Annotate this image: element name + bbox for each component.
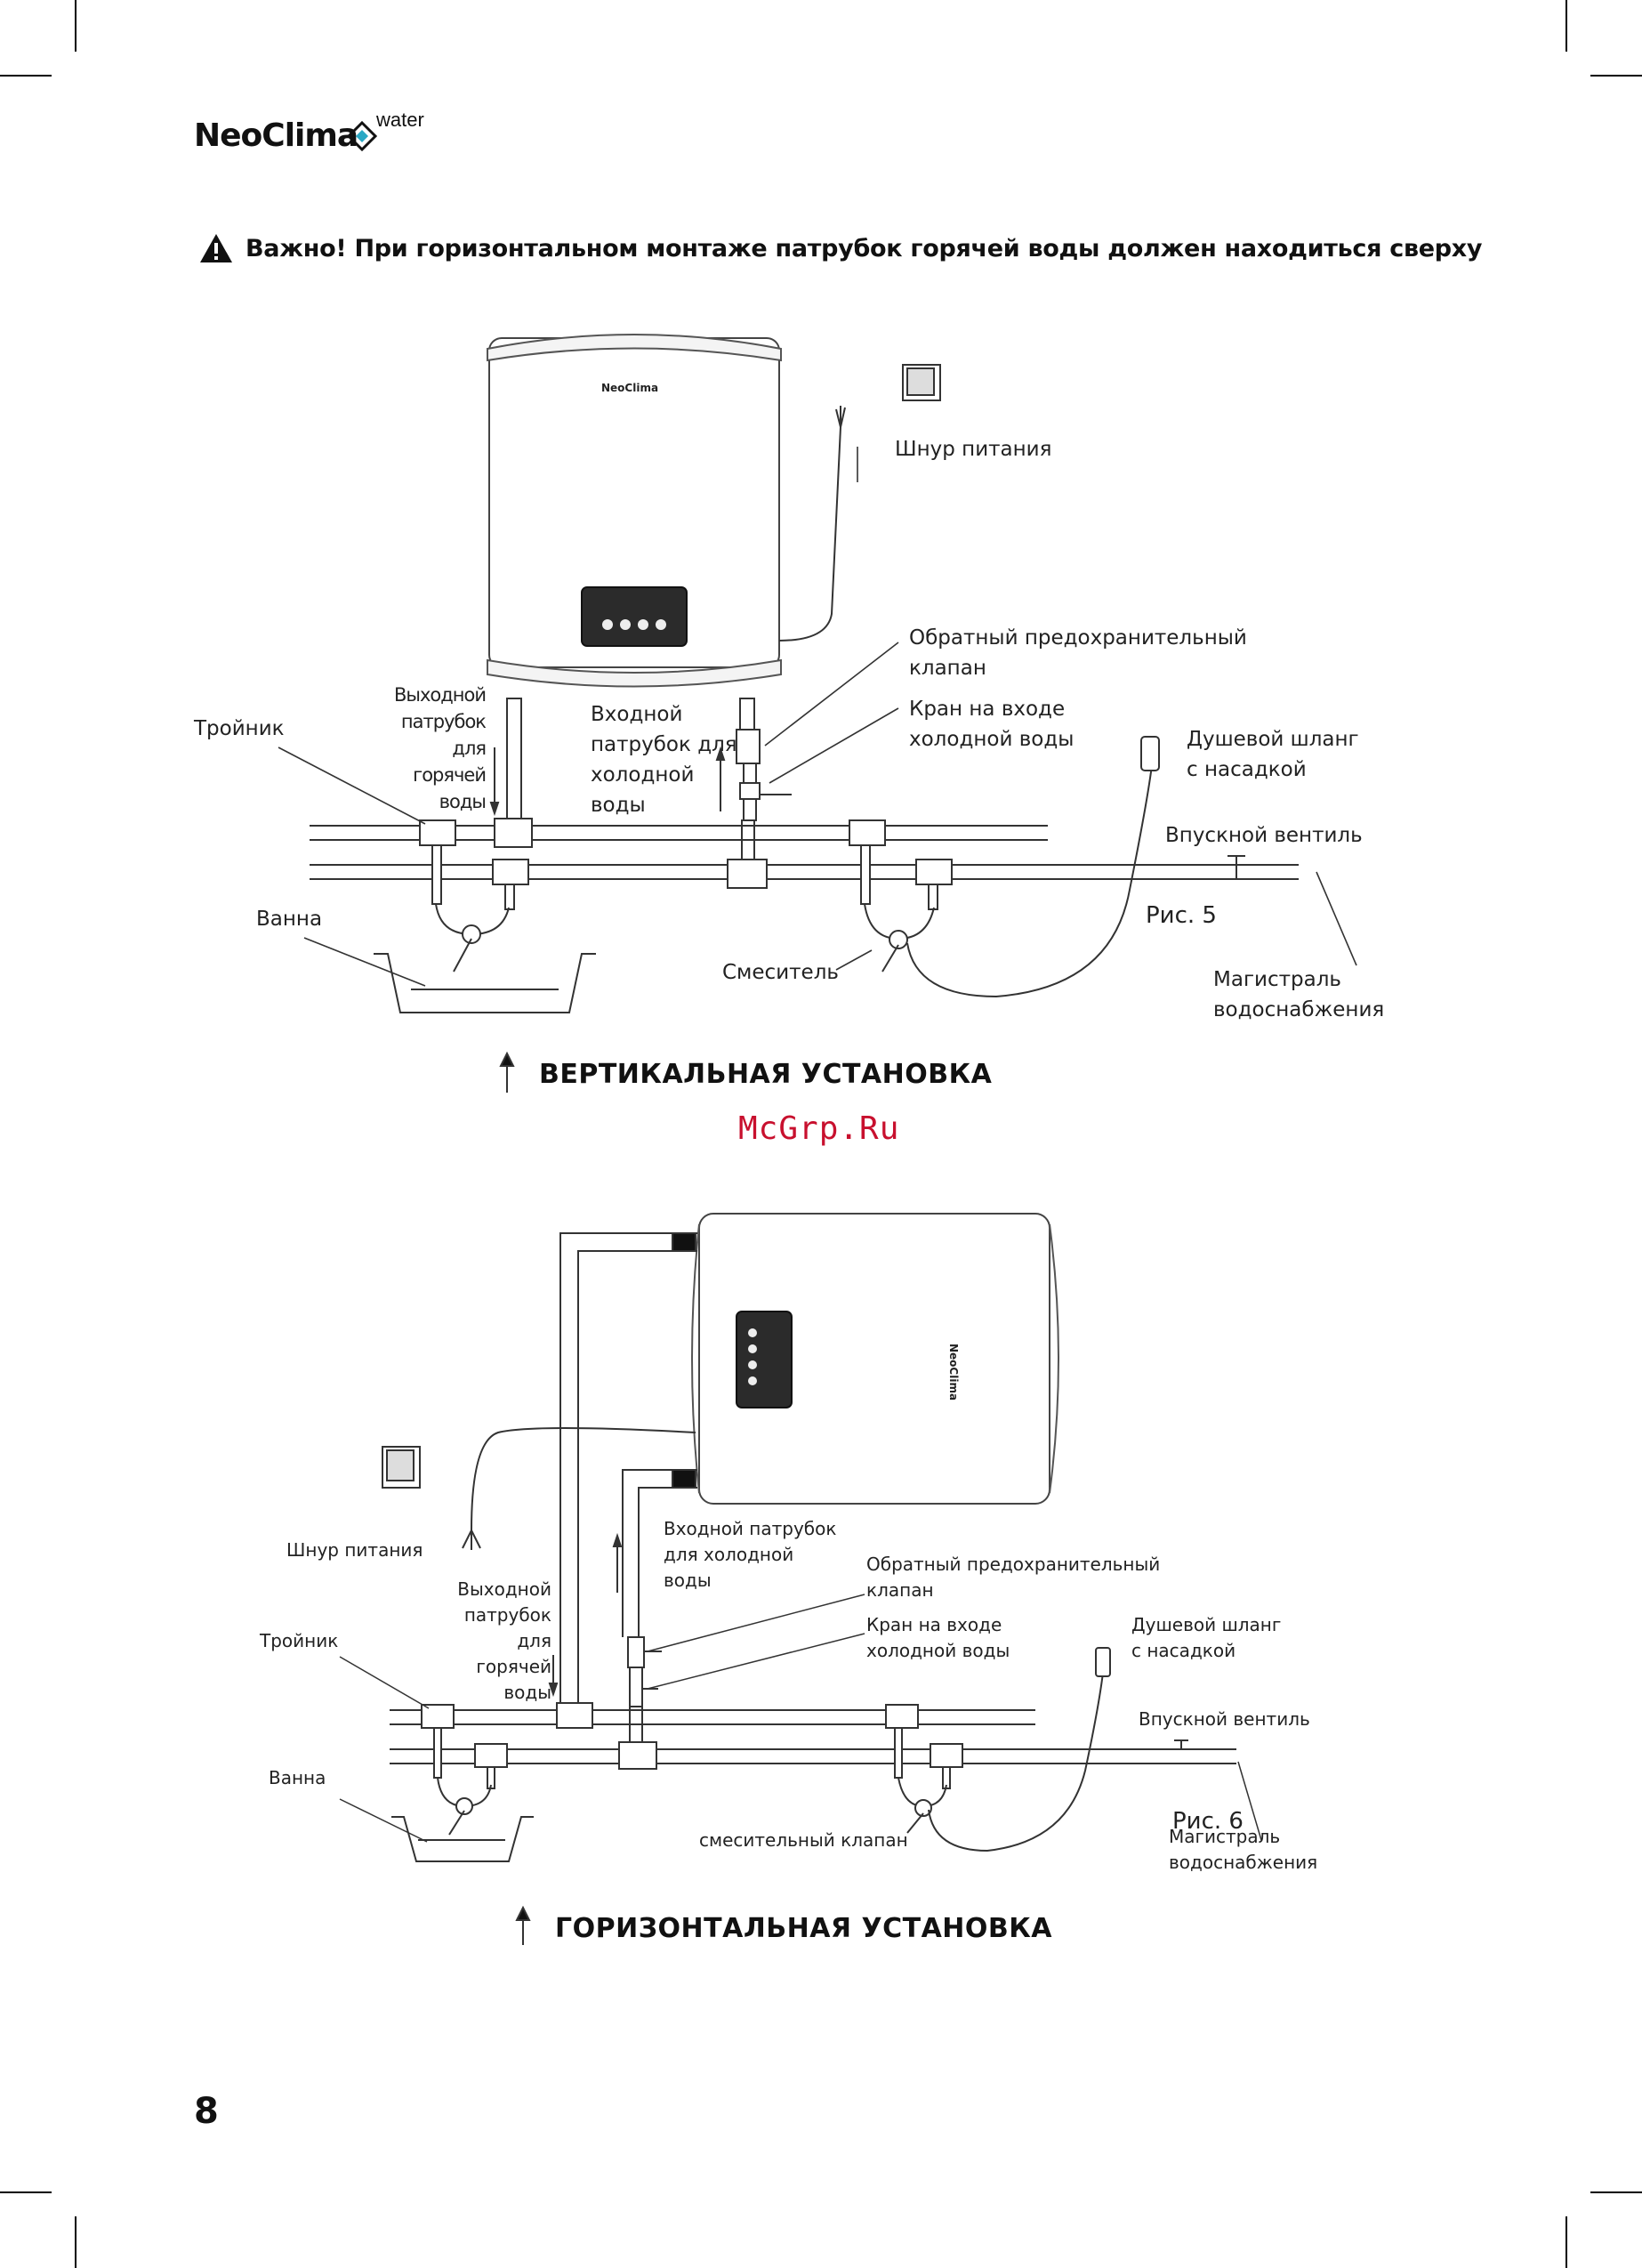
brand-subtitle: water	[376, 109, 424, 131]
inlet-valve-fig6	[1165, 1739, 1236, 1764]
crop-mark	[1566, 0, 1567, 52]
fig5-cold-inlet-valve-label: Кран на входе холодной воды	[909, 698, 1075, 751]
heater-pipes	[506, 698, 792, 882]
fig6-shower-hose-label: Душевой шланг с насадкой	[1131, 1614, 1282, 1661]
crop-mark	[1566, 2216, 1567, 2268]
inlet-valve	[1128, 855, 1299, 880]
fig5-figure-number: Рис. 5	[1146, 902, 1217, 929]
water-heater-vertical	[487, 334, 782, 688]
brand-mark-icon	[347, 121, 377, 151]
vertical-installation-diagram	[278, 334, 1357, 1093]
fig6-heater-brand: NeoClima	[947, 1344, 960, 1401]
fig5-tee-label: Тройник	[194, 717, 285, 740]
water-heater-horizontal	[691, 1213, 1059, 1505]
bath-mixer	[374, 844, 596, 1013]
shower-mixer-fig6	[894, 1647, 1111, 1852]
shower-mixer	[860, 736, 1160, 998]
fig5-check-valve-label: Обратный предохранительный клапан	[909, 626, 1247, 680]
brand-name: NeoClima	[194, 117, 358, 154]
crop-mark	[75, 2216, 76, 2268]
fig5-main-supply-label: Магистраль водоснабжения	[1213, 968, 1385, 1021]
warning-text: Важно! При горизонтальном монтаже патруб…	[245, 234, 1483, 262]
fig5-bath-label: Ванна	[256, 908, 323, 931]
pipes-horizontal-fig6	[390, 1702, 1165, 1770]
fig5-shower-hose-label: Душевой шланг с насадкой	[1187, 728, 1359, 781]
watermark: McGrp.Ru	[738, 1110, 900, 1147]
fig6-cold-inlet-label: Входной патрубок для холодной воды	[664, 1518, 837, 1591]
fig6-bath-label: Ванна	[269, 1767, 326, 1788]
fig6-check-valve-label: Обратный предохранительный клапан	[866, 1554, 1161, 1601]
pipes-horizontal	[310, 818, 1128, 889]
fig5-heater-brand: NeoClima	[601, 382, 659, 394]
crop-mark	[1590, 2191, 1642, 2193]
up-arrow-icon	[515, 1905, 531, 1945]
fig6-title: ГОРИЗОНТАЛЬНАЯ УСТАНОВКА	[555, 1913, 1053, 1944]
fig5-hot-outlet-label: Выходной патрубок для горячей воды	[393, 684, 487, 812]
bath-mixer-fig6	[391, 1727, 534, 1862]
power-cord	[778, 364, 941, 642]
fig6-inlet-valve-label: Впускной вентиль	[1139, 1708, 1310, 1730]
fig5-inlet-valve-label: Впускной вентиль	[1165, 824, 1363, 847]
warning-note: Важно! При горизонтальном монтаже патруб…	[199, 233, 1483, 263]
page-number: 8	[194, 2091, 219, 2132]
crop-mark	[1590, 75, 1642, 77]
fig5-mixer-label: Смеситель	[722, 961, 839, 984]
heater-pipes-horizontal	[559, 1232, 697, 1750]
flow-arrows	[489, 746, 726, 817]
fig5-cold-inlet-label: Входной патрубок для холодной воды	[591, 703, 737, 817]
power-cord-horizontal	[382, 1427, 696, 1550]
fig5-power-cord-label: Шнур питания	[895, 438, 1052, 461]
crop-mark	[0, 2191, 52, 2193]
fig6-figure-number: Рис. 6	[1172, 1808, 1244, 1835]
fig6-power-cord-label: Шнур питания	[286, 1539, 423, 1561]
fig6-cold-inlet-valve-label: Кран на входе холодной воды	[866, 1614, 1010, 1661]
fig6-mixer-valve-label: смесительный клапан	[699, 1829, 908, 1851]
up-arrow-icon	[499, 1051, 515, 1093]
fig6-hot-outlet-label: Выходной патрубок для горячей воды	[457, 1578, 551, 1703]
fig6-main-supply-label: Магистраль водоснабжения	[1169, 1826, 1318, 1873]
leader-lines	[278, 447, 1357, 987]
crop-mark	[0, 75, 52, 77]
warning-icon	[200, 234, 232, 262]
crop-mark	[75, 0, 76, 52]
fig6-tee-label: Тройник	[260, 1630, 339, 1651]
fig5-title: ВЕРТИКАЛЬНАЯ УСТАНОВКА	[539, 1059, 993, 1090]
flow-arrows-fig6	[548, 1532, 623, 1698]
